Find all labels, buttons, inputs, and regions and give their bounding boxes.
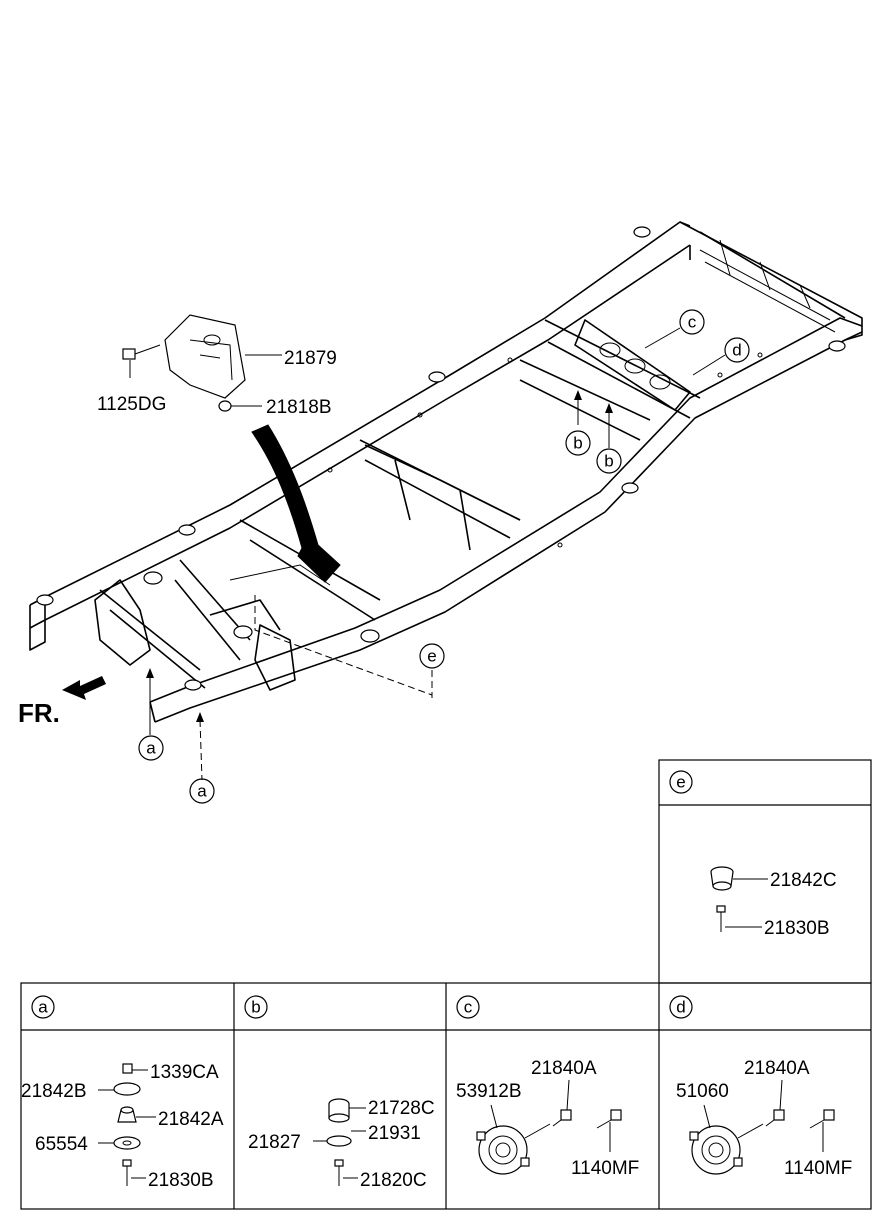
- chassis-frame: [29, 221, 863, 723]
- panel-a-part-1: 1339CA: [150, 1062, 219, 1083]
- callout-a-upper: a: [146, 739, 156, 758]
- part-label-21879: 21879: [284, 348, 337, 369]
- panel-c-part-3: 1140MF: [571, 1158, 639, 1179]
- location-pointer: [251, 424, 341, 583]
- callout-d: d: [732, 341, 741, 360]
- panel-a: a 1339CA 21842B 21842A 65554 21830B: [21, 995, 224, 1191]
- bottom-panels-grid: [20, 982, 872, 1210]
- panel-b-part-3: 21931: [368, 1123, 421, 1144]
- panel-d-letter: d: [676, 998, 685, 1017]
- part-label-21818B: 21818B: [266, 397, 332, 418]
- panel-d: d 21840A 51060 1140MF: [669, 995, 852, 1179]
- panel-a-part-4: 65554: [35, 1134, 88, 1155]
- panel-b-letter: b: [251, 998, 260, 1017]
- panel-d-part-3: 1140MF: [784, 1158, 852, 1179]
- panel-d-part-1: 21840A: [744, 1058, 810, 1079]
- panel-e-letter: e: [676, 773, 685, 792]
- panel-b-part-2: 21827: [248, 1132, 301, 1153]
- panel-e: e 21842C 21830B: [658, 759, 872, 984]
- part-label-1125DG: 1125DG: [97, 394, 166, 415]
- panel-b: b 21728C 21827 21931 21820C: [244, 995, 435, 1191]
- panel-c-part-2: 53912B: [456, 1081, 522, 1102]
- callout-leaders: [146, 327, 726, 781]
- panel-a-part-3: 21842A: [158, 1109, 224, 1130]
- callout-b-left: b: [573, 434, 582, 453]
- panel-b-part-1: 21728C: [368, 1098, 435, 1119]
- panel-e-part-2: 21830B: [764, 918, 830, 939]
- front-label: FR.: [18, 698, 60, 728]
- panel-c-letter: c: [464, 998, 473, 1017]
- panel-d-part-2: 51060: [676, 1081, 729, 1102]
- panel-c: c 21840A 53912B 1140MF: [456, 995, 639, 1179]
- panel-a-part-5: 21830B: [148, 1170, 214, 1191]
- callout-b-right: b: [604, 452, 613, 471]
- callout-c: c: [688, 313, 697, 332]
- callout-e: e: [427, 647, 436, 666]
- panel-e-part-1: 21842C: [770, 870, 837, 891]
- panel-a-part-2: 21842B: [21, 1081, 87, 1102]
- front-arrow-icon: [62, 676, 106, 700]
- bracket-21879: [122, 314, 282, 412]
- panel-a-letter: a: [38, 998, 48, 1017]
- callout-a-lower: a: [197, 782, 207, 801]
- panel-c-part-1: 21840A: [531, 1058, 597, 1079]
- panel-b-part-4: 21820C: [360, 1170, 427, 1191]
